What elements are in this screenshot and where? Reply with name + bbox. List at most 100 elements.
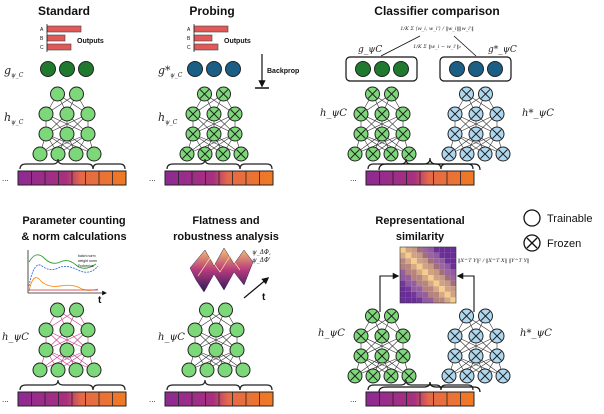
- network-edge: [454, 113, 498, 135]
- heatmap-cell: [444, 275, 451, 281]
- frozen-neuron: [383, 146, 399, 162]
- panel-standard: Standard A B C Outputs g ψ_C h ψ_C ...: [2, 4, 127, 186]
- sequence-brace: [440, 163, 474, 170]
- heatmap-cell: [411, 252, 417, 259]
- heatmap-cell: [433, 263, 440, 270]
- frozen-neuron: [227, 126, 243, 142]
- frozen-neuron: [447, 106, 463, 122]
- trainable-legend-label: Trainable: [547, 213, 592, 225]
- head-symbol: g*: [158, 64, 171, 77]
- heatmap-cell: [411, 286, 417, 292]
- network-edge: [360, 335, 404, 357]
- right-body-label: h*_ψC: [522, 108, 554, 119]
- panel-parameter-counting: Parameter counting & norm calculations b…: [2, 215, 127, 407]
- heatmap-cell: [400, 263, 406, 270]
- sequence-ellipsis: ...: [149, 174, 156, 183]
- panel-probing: Probing A B C Outputs g* ψ_C Backprop h …: [149, 4, 299, 186]
- frozen-neuron: [395, 126, 411, 142]
- heatmap-cell: [411, 247, 417, 253]
- legend: Trainable Frozen: [523, 209, 592, 252]
- frozen-neuron: [374, 126, 390, 142]
- trainable-neuron: [199, 362, 215, 378]
- frozen-neuron: [395, 348, 411, 364]
- heatmap-cell: [433, 297, 440, 303]
- heatmap-cell: [416, 247, 423, 253]
- frozen-neuron: [478, 308, 493, 324]
- heatmap-cell: [422, 263, 428, 270]
- heatmap-cell: [450, 252, 456, 259]
- heatmap-cell: [416, 286, 423, 292]
- heatmap-cell: [428, 280, 434, 287]
- flatness-title-line1: Flatness and: [192, 215, 259, 227]
- network-edge: [192, 133, 242, 155]
- sequence-ellipsis: ...: [2, 174, 9, 183]
- heatmap-cell: [416, 263, 423, 270]
- similarity-heatmap: [399, 246, 457, 304]
- frozen-neuron: [197, 146, 213, 162]
- heatmap-cell: [411, 291, 417, 298]
- frozen-neuron: [441, 368, 457, 384]
- flatness-network: [181, 302, 251, 378]
- heatmap-cell: [428, 263, 434, 270]
- frozen-legend-icon: [523, 234, 541, 252]
- trainable-neuron: [208, 322, 224, 338]
- trainable-neuron: [80, 106, 96, 122]
- heatmap-cell: [405, 280, 412, 287]
- frozen-neuron: [489, 126, 505, 142]
- sequence-brace: [239, 163, 273, 170]
- trainable-neuron: [86, 362, 102, 378]
- frozen-neuron: [227, 106, 243, 122]
- heatmap-cell: [450, 247, 456, 253]
- heatmap-cell: [444, 291, 451, 298]
- heatmap-cell: [400, 297, 406, 303]
- param-label-line2: ψ_ΔΦ': [252, 257, 271, 264]
- trainable-neuron: [181, 362, 197, 378]
- frozen-neuron: [495, 146, 511, 162]
- heatmap-cell: [416, 291, 423, 298]
- heatmap-cell: [450, 286, 456, 292]
- heatmap-cell: [422, 247, 428, 253]
- standard-input-sequence: ...: [2, 158, 127, 186]
- classifier-head-neuron: [393, 61, 409, 77]
- heatmap-cell: [439, 297, 445, 303]
- trainable-legend-icon: [523, 209, 541, 227]
- frozen-neuron: [185, 126, 201, 142]
- heatmap-cell: [439, 263, 445, 270]
- heatmap-cell: [433, 252, 440, 259]
- heatmap-cell: [433, 280, 440, 287]
- heatmap-cell: [444, 297, 451, 303]
- param-label-line1: ψ_ΔΦ,: [252, 249, 271, 256]
- heatmap-cell: [405, 275, 412, 281]
- frozen-neuron: [489, 328, 505, 344]
- network-edge: [188, 349, 238, 371]
- frozen-neuron: [365, 86, 380, 102]
- left-body-label: h_ψC: [320, 108, 347, 119]
- frozen-neuron: [185, 106, 201, 122]
- probing-network: [179, 61, 249, 162]
- heatmap-cell: [422, 275, 428, 281]
- network-edge: [39, 349, 89, 371]
- frozen-neuron: [206, 126, 222, 142]
- heatmap-cell: [422, 280, 428, 287]
- frozen-neuron: [353, 126, 369, 142]
- trainable-neuron: [218, 302, 233, 318]
- heatmap-cell: [422, 297, 428, 303]
- frozen-neuron: [374, 328, 390, 344]
- trainable-neuron: [208, 342, 224, 358]
- bar-label-c: C: [187, 45, 191, 51]
- trainable-neuron: [32, 362, 48, 378]
- heatmap-cell: [400, 280, 406, 287]
- network-edge: [192, 113, 236, 135]
- classifier-left-network: [347, 61, 417, 162]
- heatmap-cell: [444, 247, 451, 253]
- classifier-head-neuron: [468, 61, 484, 77]
- frozen-neuron: [468, 106, 484, 122]
- frozen-neuron: [347, 146, 363, 162]
- left-head-box: [345, 56, 418, 82]
- bar-label-b: B: [187, 36, 191, 42]
- network-edge: [39, 133, 89, 155]
- flatness-title-line2: robustness analysis: [173, 231, 279, 243]
- trainable-neuron: [229, 322, 245, 338]
- sequence-brace: [92, 163, 126, 170]
- probing-output-bars: A B C Outputs: [187, 24, 251, 52]
